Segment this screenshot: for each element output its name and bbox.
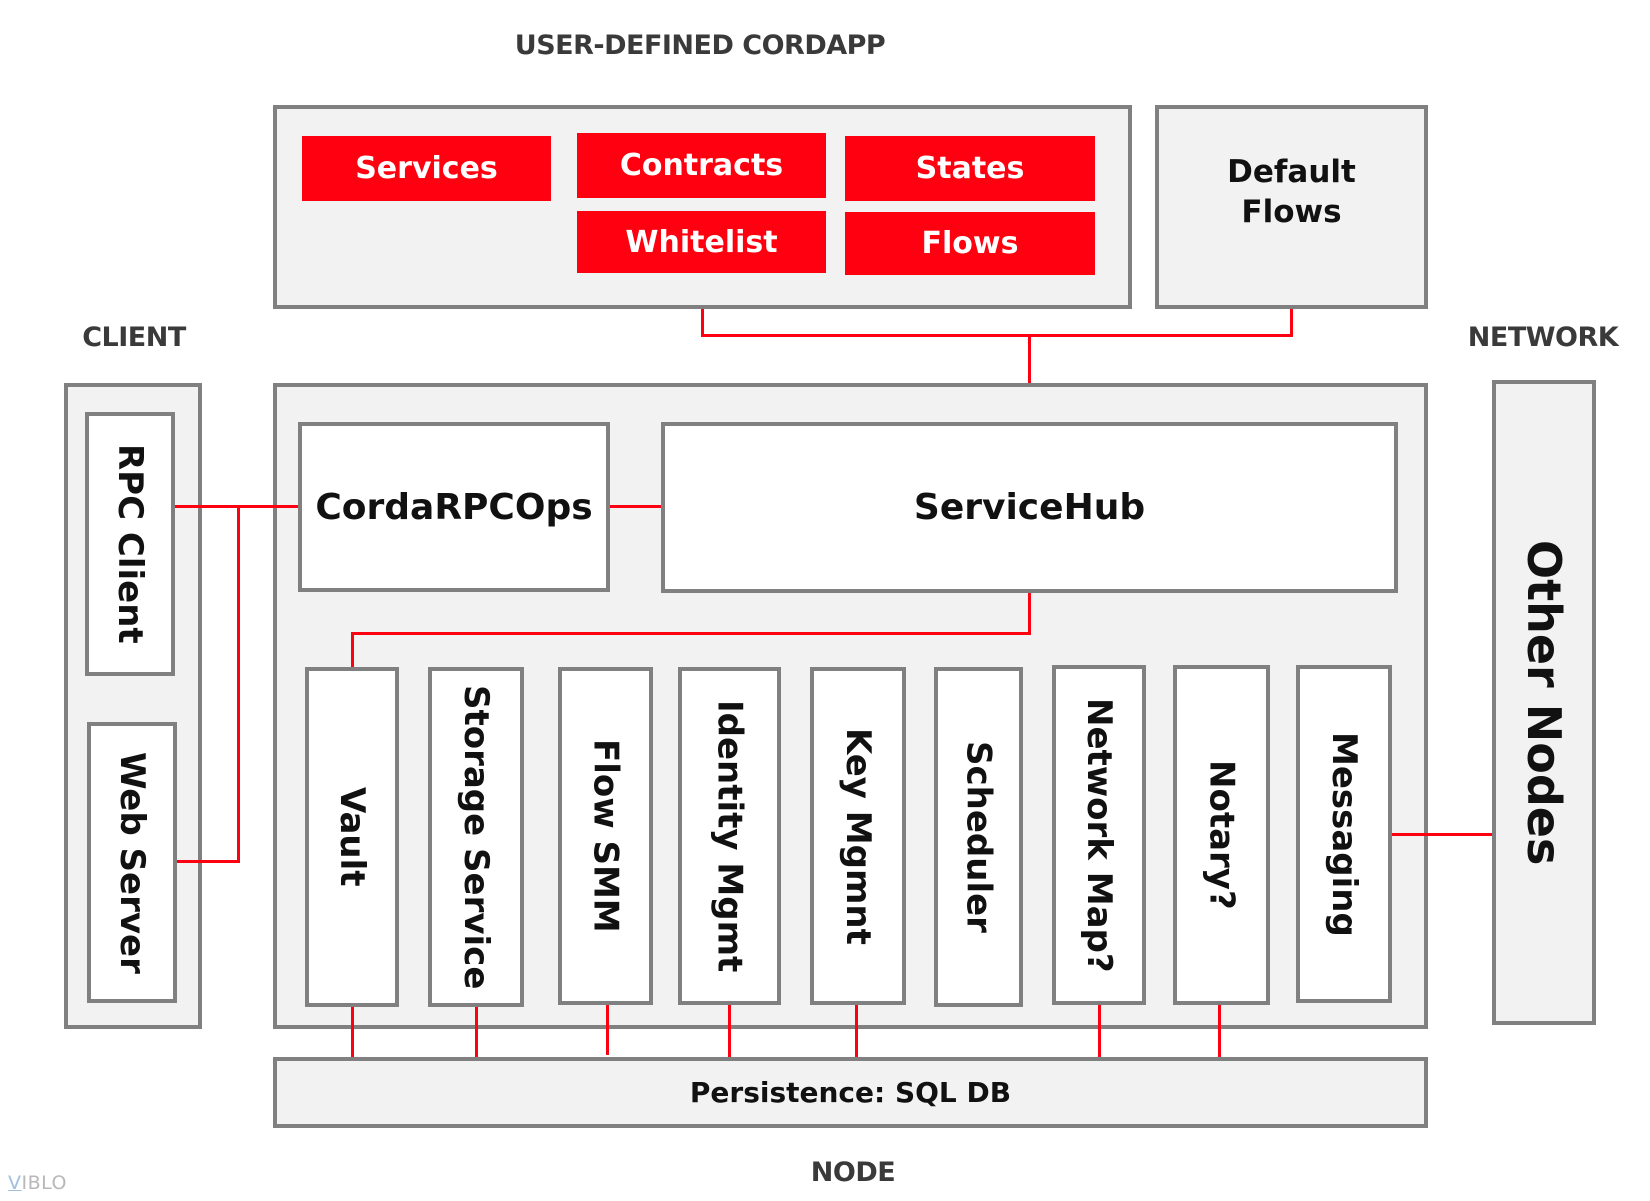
other-nodes-label: Other Nodes <box>1517 539 1571 866</box>
network-section-label: NETWORK <box>1467 322 1619 353</box>
connector-messaging-to-other-nodes <box>1392 833 1492 836</box>
cordapp-services-label: Services <box>355 151 498 186</box>
rpc-client-box[interactable]: RPC Client <box>85 412 175 676</box>
service-hub-label: ServiceHub <box>913 487 1146 528</box>
client-section-label: CLIENT <box>82 322 186 353</box>
connector-to-servicehub <box>1028 334 1031 424</box>
connector-top-horizontal <box>701 334 1293 337</box>
service-vault-label: Vault <box>332 787 372 887</box>
service-key-mgmt-label: Key Mgmnt <box>838 727 878 945</box>
connector-storage-to-db <box>475 1007 478 1057</box>
connector-servicehub-horizontal <box>351 632 1031 635</box>
connector-rpcops-to-servicehub <box>610 505 661 508</box>
service-identity-box[interactable]: Identity Mgmt <box>678 667 781 1005</box>
service-vault-box[interactable]: Vault <box>305 667 399 1007</box>
cordapp-states-label: States <box>915 151 1025 186</box>
cordapp-states-box[interactable]: States <box>845 136 1095 201</box>
connector-webserver-vertical <box>237 505 240 863</box>
default-flows-box[interactable]: Default Flows <box>1155 105 1428 309</box>
service-flow-smm-label: Flow SMM <box>585 739 626 933</box>
web-server-label: Web Server <box>112 751 152 974</box>
connector-rpc-client-to-rpcops <box>175 505 298 508</box>
rpc-client-label: RPC Client <box>110 444 150 644</box>
web-server-box[interactable]: Web Server <box>87 722 177 1003</box>
cordapp-services-box[interactable]: Services <box>302 136 551 201</box>
cordapp-flows-label: Flows <box>921 226 1019 261</box>
cordapp-flows-box[interactable]: Flows <box>845 212 1095 275</box>
connector-to-vault <box>351 632 354 669</box>
connector-flow-smm-to-db <box>606 1005 609 1055</box>
watermark-rest: IBLO <box>21 1172 68 1194</box>
connector-servicehub-down <box>1028 593 1031 635</box>
connector-vault-to-db <box>351 1007 354 1057</box>
service-notary-label: Notary? <box>1201 760 1242 910</box>
persistence-label: Persistence: SQL DB <box>689 1076 1012 1109</box>
node-section-label: NODE <box>810 1157 896 1188</box>
service-storage-label: Storage Service <box>456 684 496 990</box>
connector-defaultflows-down <box>1290 309 1293 337</box>
service-hub-box[interactable]: ServiceHub <box>661 422 1398 593</box>
corda-rpc-ops-box[interactable]: CordaRPCOps <box>298 422 610 592</box>
service-messaging-box[interactable]: Messaging <box>1296 665 1392 1003</box>
watermark-v: V <box>8 1172 22 1194</box>
default-flows-label-line1: Default <box>1227 154 1356 190</box>
cordapp-contracts-box[interactable]: Contracts <box>577 133 826 198</box>
cordapp-section-label: USER-DEFINED CORDAPP <box>514 30 886 61</box>
cordapp-whitelist-label: Whitelist <box>625 224 778 260</box>
connector-identity-to-db <box>728 1005 731 1057</box>
corda-rpc-ops-label: CordaRPCOps <box>315 486 593 528</box>
connector-network-map-to-db <box>1098 1005 1101 1057</box>
connector-cordapp-down <box>701 309 704 337</box>
service-notary-box[interactable]: Notary? <box>1173 665 1270 1005</box>
service-key-mgmt-box[interactable]: Key Mgmnt <box>810 667 906 1005</box>
service-scheduler-box[interactable]: Scheduler <box>934 667 1023 1007</box>
default-flows-label-line2: Flows <box>1241 194 1342 230</box>
service-messaging-label: Messaging <box>1324 731 1364 937</box>
service-scheduler-label: Scheduler <box>958 741 999 933</box>
connector-notary-to-db <box>1218 1005 1221 1057</box>
viblo-watermark: VIBLO <box>8 1172 67 1194</box>
persistence-box[interactable]: Persistence: SQL DB <box>273 1057 1428 1128</box>
cordapp-whitelist-box[interactable]: Whitelist <box>577 211 826 273</box>
cordapp-contracts-label: Contracts <box>619 148 784 183</box>
service-storage-box[interactable]: Storage Service <box>428 667 524 1007</box>
service-identity-label: Identity Mgmt <box>709 699 750 973</box>
other-nodes-box[interactable]: Other Nodes <box>1492 380 1596 1025</box>
connector-webserver-horizontal <box>177 860 240 863</box>
connector-key-mgmt-to-db <box>855 1005 858 1057</box>
service-network-map-label: Network Map? <box>1079 697 1119 973</box>
service-network-map-box[interactable]: Network Map? <box>1052 665 1146 1005</box>
service-flow-smm-box[interactable]: Flow SMM <box>558 667 653 1005</box>
